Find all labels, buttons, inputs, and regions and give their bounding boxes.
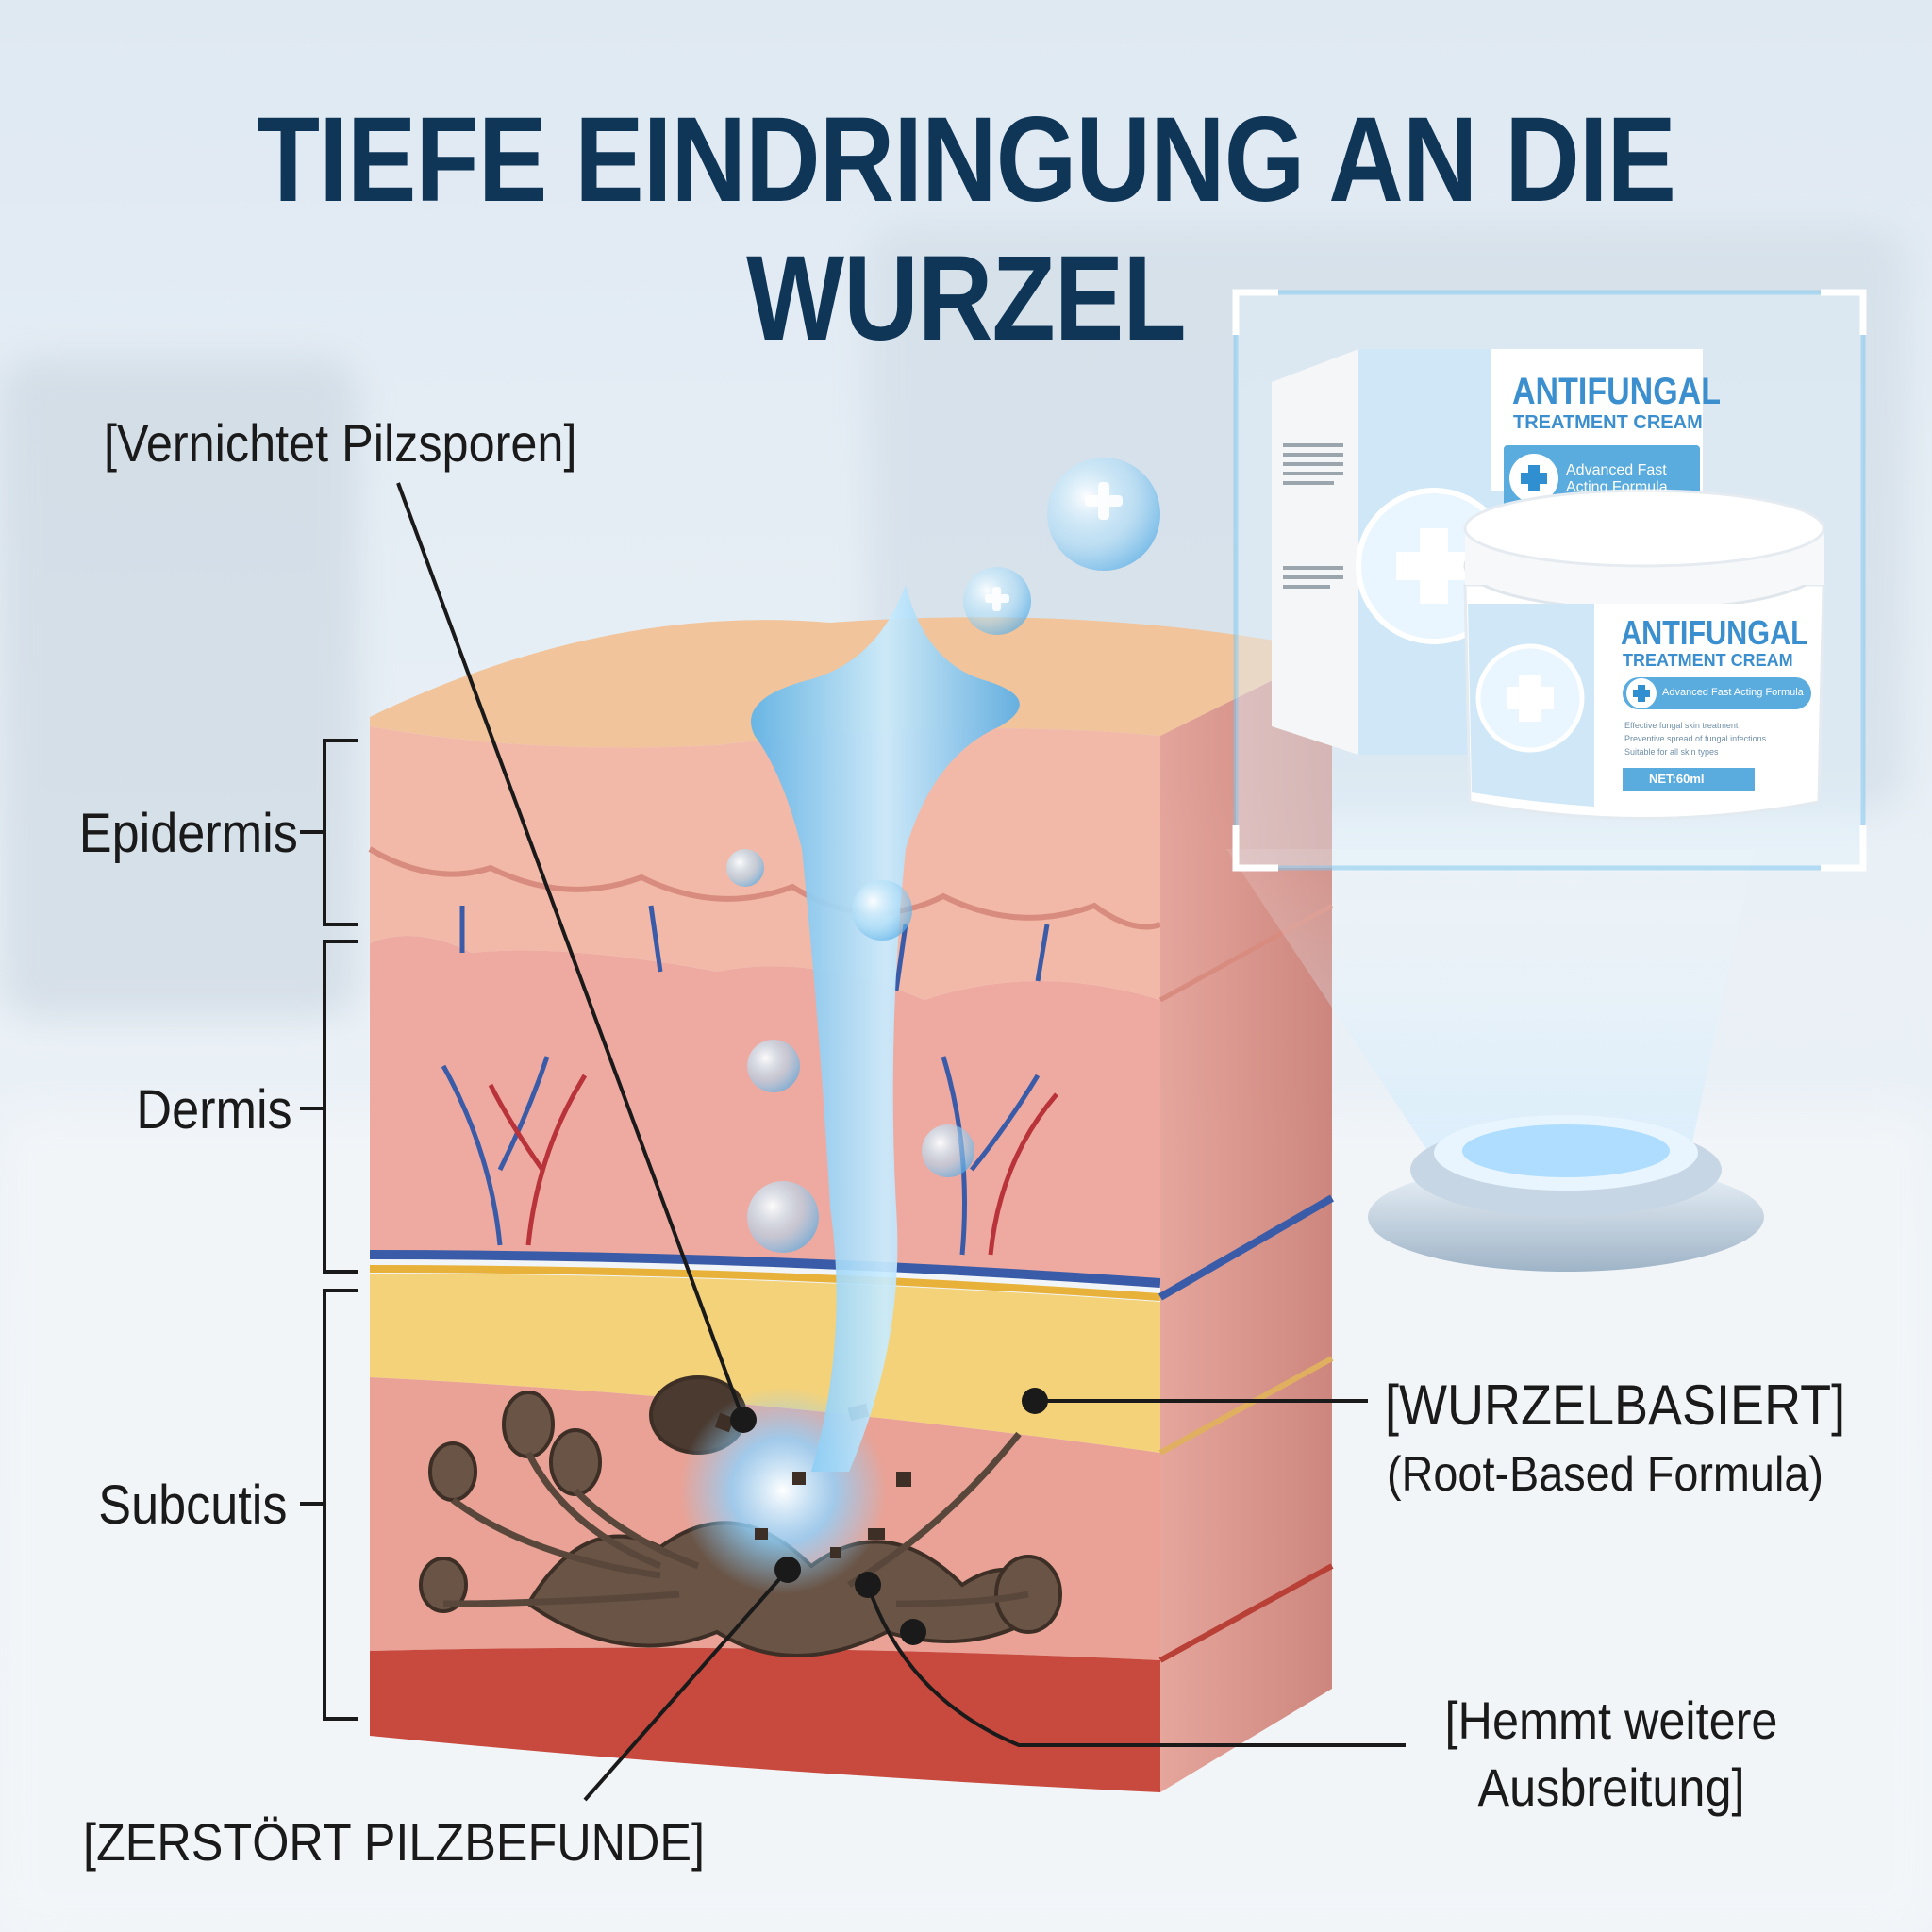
box-badge: Advanced Fast Acting Formula	[1566, 462, 1668, 495]
jar-bullet: Preventive spread of fungal infections	[1624, 734, 1767, 743]
jar-badge: Advanced Fast Acting Formula	[1662, 687, 1804, 698]
callout-root-subtitle: (Root-Based Formula)	[1387, 1447, 1824, 1502]
muscle-layer	[370, 1647, 1160, 1792]
label-dermis: Dermis	[136, 1079, 292, 1141]
bubbles	[726, 458, 1160, 1253]
gel-stream	[751, 585, 1020, 1472]
product-box-side	[1272, 349, 1358, 755]
callout-spread-line2: Ausbreitung]	[1477, 1757, 1745, 1817]
background-shelf	[0, 358, 358, 1019]
jar-net-content: NET:60ml	[1649, 772, 1705, 786]
box-title: ANTIFUNGAL	[1512, 371, 1721, 412]
label-epidermis: Epidermis	[78, 803, 298, 864]
jar-title: ANTIFUNGAL	[1621, 613, 1808, 652]
page-title: TIEFE EINDRINGUNG AN DIE WURZEL	[256, 92, 1676, 366]
box-subtitle: TREATMENT CREAM	[1513, 412, 1703, 433]
fat-layer	[370, 1274, 1160, 1453]
callout-spread-line1: [Hemmt weitere	[1444, 1690, 1778, 1750]
label-subcutis: Subcutis	[97, 1474, 287, 1536]
jar-bullet: Suitable for all skin types	[1624, 747, 1719, 757]
hologram-beam	[1226, 849, 1755, 1160]
callout-root-title: [WURZELBASIERT]	[1385, 1374, 1846, 1437]
callout-destroy: [ZERSTÖRT PILZBEFUNDE]	[83, 1812, 706, 1872]
jar-bullet: Effective fungal skin treatment	[1624, 721, 1739, 730]
jar-subtitle: TREATMENT CREAM	[1623, 651, 1793, 670]
epidermis-layer	[370, 726, 1160, 1000]
callout-spores: [Vernichtet Pilzsporen]	[104, 413, 577, 473]
